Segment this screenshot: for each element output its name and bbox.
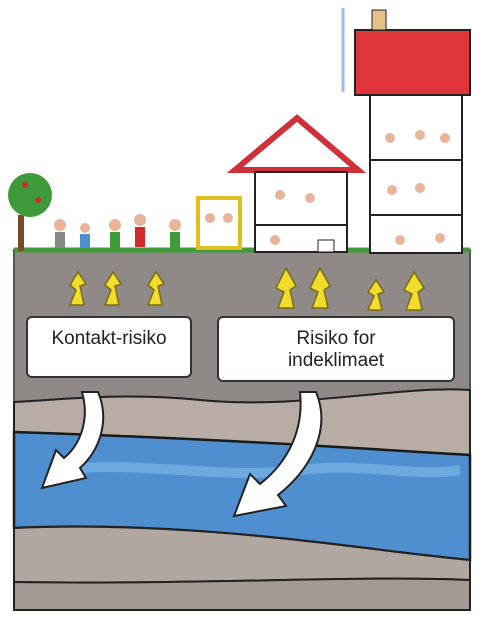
- contact-risk-label: Kontakt-risiko: [26, 316, 192, 378]
- vapor-arrow-4: [274, 266, 297, 309]
- contact-risk-text: Kontakt-risiko: [51, 328, 167, 349]
- indoor-risk-text-line2: indeklimaet: [287, 350, 385, 371]
- vapor-arrow-2: [103, 270, 123, 306]
- play-structure-icon: [196, 196, 242, 250]
- bottom-soil-layer: [13, 577, 471, 611]
- indoor-risk-text-line1: Risiko for: [296, 328, 376, 349]
- groundwater-highlight: [59, 462, 461, 478]
- indoor-risk-label: Risiko for indeklimaet: [217, 316, 455, 382]
- tree-icon: [8, 173, 52, 251]
- vapor-arrow-6: [366, 278, 386, 311]
- seepage-arrow-1: [40, 391, 105, 490]
- vapor-arrow-7: [402, 270, 426, 311]
- vapor-arrow-1: [68, 270, 88, 306]
- vapor-arrow-3: [146, 270, 166, 306]
- vapor-arrows: [68, 266, 426, 311]
- tall-house-icon: [354, 9, 471, 254]
- vapor-arrow-5: [308, 266, 331, 309]
- small-house-icon: [226, 114, 367, 253]
- people-outdoors-icon: [54, 214, 181, 248]
- seepage-arrow-2: [232, 391, 323, 518]
- seepage-arrows: [40, 391, 323, 518]
